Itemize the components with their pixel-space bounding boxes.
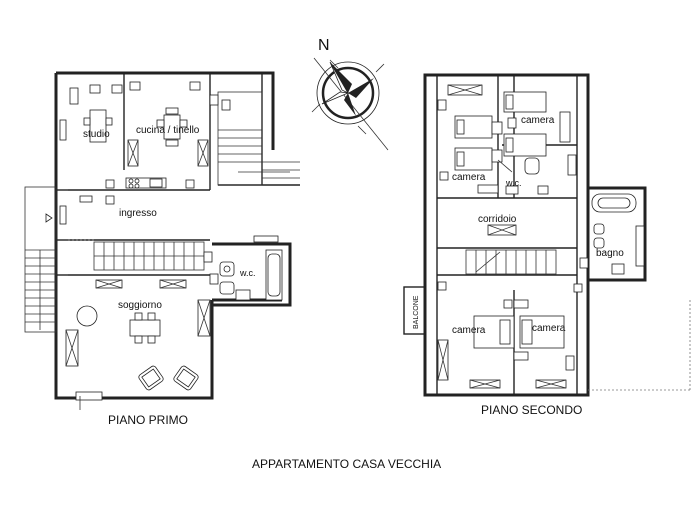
room-label-camera-top: camera: [521, 115, 555, 126]
room-label-ingresso: ingresso: [119, 208, 157, 219]
room-label-corridoio: corridoio: [478, 214, 517, 225]
stair-middle: [68, 239, 213, 271]
floor-title-piano-primo: PIANO PRIMO: [108, 413, 188, 427]
room-label-cucina: cucina / tinello: [136, 125, 200, 136]
room-label-bagno: bagno: [596, 248, 624, 259]
room-label-camera-bottom-left: camera: [452, 325, 486, 336]
stair-upper: [217, 91, 300, 186]
room-label-wc: w.c.: [239, 268, 256, 278]
room-label-camera-bottom-right: camera: [532, 323, 566, 334]
floor-title-piano-secondo: PIANO SECONDO: [481, 403, 582, 417]
room-label-balcone: BALCONE: [413, 295, 420, 329]
compass-north-label: N: [318, 37, 330, 54]
room-label-camera-left: camera: [452, 172, 486, 183]
room-label-soggiorno: soggiorno: [118, 300, 162, 311]
floor-plan-piano-primo: studio cucina / tinello ingresso w.c. so…: [24, 71, 300, 427]
floor-plan-piano-secondo: BALCONE: [403, 73, 691, 417]
external-stair-left: [24, 186, 57, 333]
compass-rose-icon: N: [311, 37, 389, 151]
room-label-wc-secondo: w.c.: [505, 178, 522, 188]
stair-secondo: [465, 249, 589, 275]
drawing-title: APPARTAMENTO CASA VECCHIA: [252, 457, 441, 471]
room-label-studio: studio: [83, 129, 110, 140]
